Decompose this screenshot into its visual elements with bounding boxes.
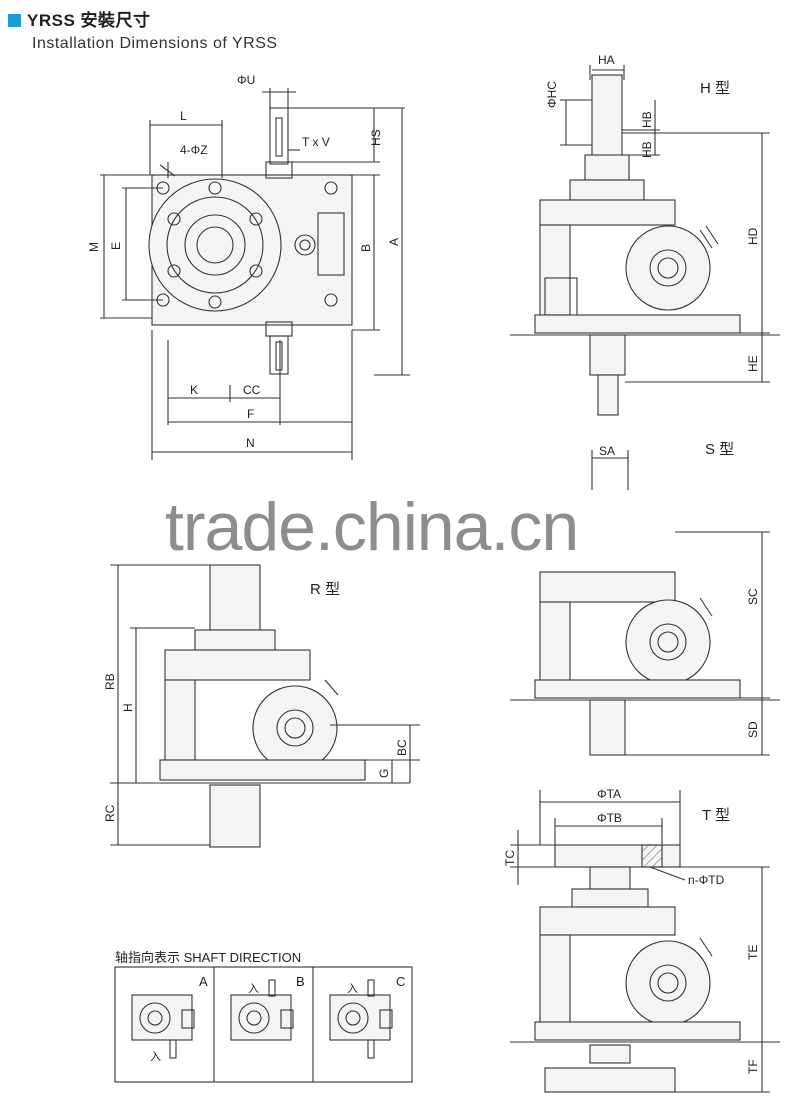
label-phc: ΦHC: [545, 81, 559, 108]
t-type-title: T 型: [702, 807, 730, 824]
label-sa: SA: [599, 444, 615, 458]
section-title: YRSS 安裝尺寸: [27, 11, 151, 30]
label-hd: HD: [746, 227, 760, 245]
label-cc: CC: [243, 383, 261, 397]
shaft-option-a-letter: A: [199, 974, 208, 989]
label-tf: TF: [746, 1059, 760, 1074]
label-sd: SD: [746, 721, 760, 738]
label-tb: ΦTB: [597, 811, 622, 825]
label-tv: T x V: [302, 135, 330, 149]
shaft-option-c-input: 入: [347, 983, 358, 995]
shaft-direction-table: [114, 966, 413, 1083]
label-hb-1: HB: [640, 111, 654, 128]
h-type-title: H 型: [700, 80, 730, 97]
label-phi-u: ΦU: [237, 73, 255, 87]
label-e: E: [109, 242, 123, 250]
label-m: M: [87, 242, 101, 252]
label-bc: BC: [395, 739, 409, 756]
shaft-option-b-input: 入: [248, 983, 259, 995]
label-rb: RB: [103, 673, 117, 690]
label-l: L: [180, 109, 187, 123]
section-header: YRSS 安裝尺寸 Installation Dimensions of YRS…: [8, 6, 278, 53]
shaft-option-b-drawing: [230, 979, 294, 1041]
shaft-option-a-drawing: [131, 994, 195, 1059]
label-n: N: [246, 436, 255, 450]
shaft-direction-title: 轴指向表示 SHAFT DIRECTION: [115, 950, 301, 965]
shaft-option-c-letter: C: [396, 974, 405, 989]
shaft-option-a-input: 入: [150, 1051, 161, 1063]
r-type-drawing: [110, 564, 420, 848]
s-type-drawing: [510, 450, 780, 756]
label-f: F: [247, 407, 254, 421]
top-view-drawing: [100, 88, 410, 460]
s-type-title: S 型: [705, 441, 734, 458]
label-he: HE: [746, 355, 760, 372]
label-rc: RC: [103, 804, 117, 822]
label-z: 4-ΦZ: [180, 143, 208, 157]
t-type-drawing: [510, 790, 780, 1093]
label-ha: HA: [598, 53, 615, 67]
label-hb-2: HB: [640, 141, 654, 158]
label-a: A: [387, 238, 401, 246]
label-h: H: [121, 703, 135, 712]
label-k: K: [190, 383, 198, 397]
label-hs: HS: [369, 129, 383, 146]
label-b: B: [359, 244, 373, 252]
label-sc: SC: [746, 588, 760, 605]
watermark: trade.china.cn: [165, 489, 579, 565]
label-ta: ΦTA: [597, 787, 621, 801]
label-td: n-ΦTD: [688, 873, 725, 887]
label-g: G: [377, 769, 391, 778]
label-te: TE: [746, 945, 760, 960]
r-type-title: R 型: [310, 581, 340, 598]
shaft-option-b-letter: B: [296, 974, 305, 989]
h-type-drawing: [510, 65, 780, 416]
shaft-option-c-drawing: [329, 979, 393, 1059]
blue-square-icon: [8, 14, 21, 27]
section-subtitle: Installation Dimensions of YRSS: [32, 35, 278, 52]
label-tc: TC: [503, 850, 517, 866]
